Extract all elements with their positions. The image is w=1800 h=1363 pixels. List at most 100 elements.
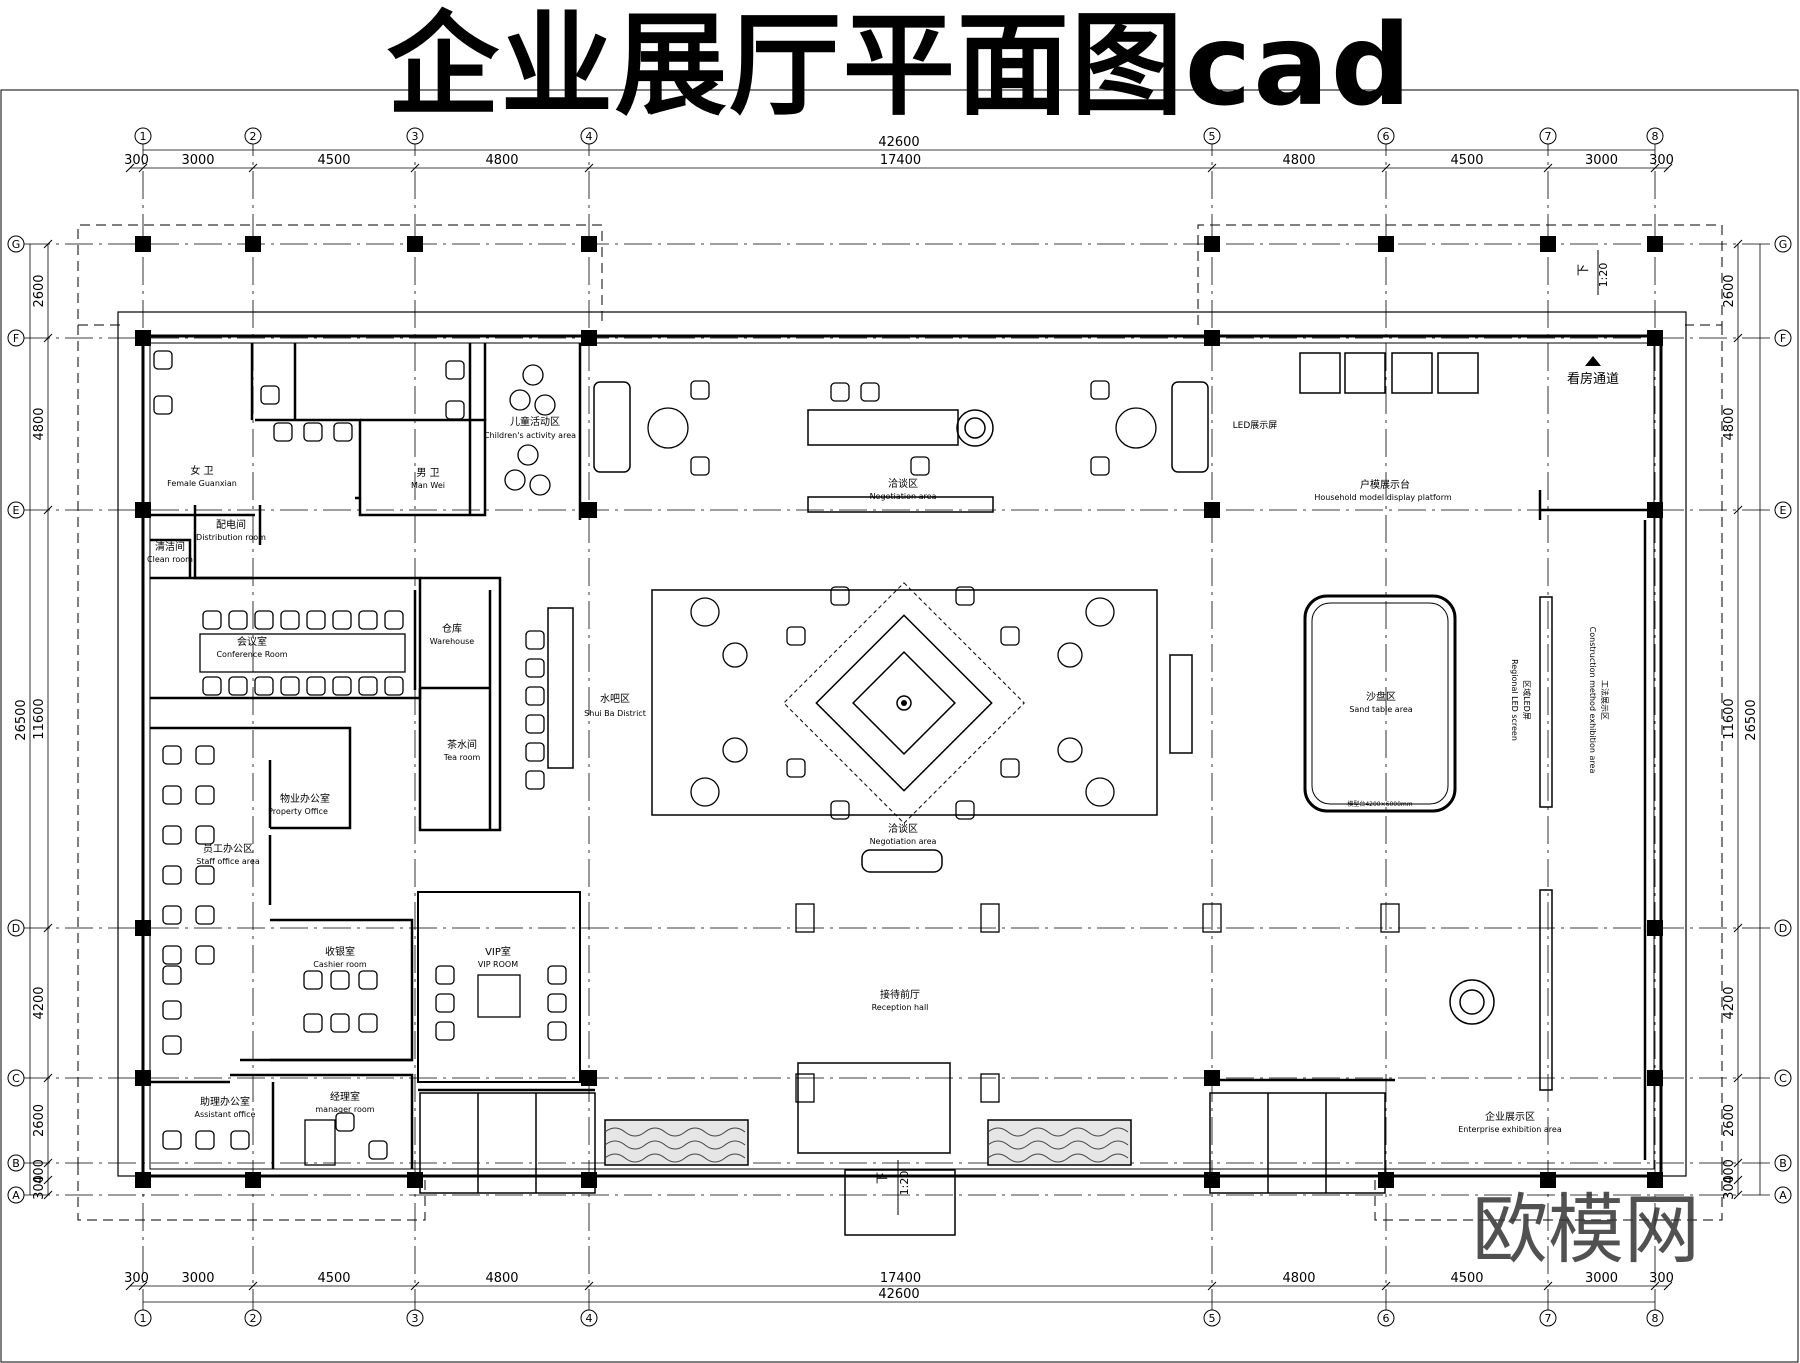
svg-text:D: D: [12, 922, 20, 935]
grid-bubble-left-G: G: [7, 235, 25, 253]
column-22: [135, 1172, 151, 1188]
label-tea-en: Tea room: [443, 753, 481, 762]
office-chair: [162, 1000, 182, 1020]
column-10: [1204, 330, 1220, 346]
bar-stool: [525, 630, 545, 650]
label-tea-cn: 茶水间: [447, 738, 477, 751]
dimension-label: 4500: [1450, 153, 1483, 168]
vip-sofa: [435, 1021, 455, 1041]
display-pedestal: [795, 903, 815, 933]
household-model-displays: [1299, 352, 1479, 394]
dimension-total-bottom: 42600: [878, 1287, 919, 1302]
svg-text:2: 2: [250, 1312, 257, 1325]
svg-text:1:20: 1:20: [898, 1171, 911, 1196]
conference-chair: [384, 676, 404, 696]
vip-sofa: [435, 993, 455, 1013]
negotiation-table: [1057, 642, 1083, 668]
office-chair: [195, 1130, 215, 1150]
office-chair: [162, 1130, 182, 1150]
column-4: [1204, 236, 1220, 252]
dimension-label: 4500: [317, 1271, 350, 1286]
column-19: [581, 1070, 597, 1086]
toilet-fixture: [445, 400, 465, 420]
svg-text:E: E: [13, 504, 20, 517]
lounge-chair: [786, 758, 806, 778]
lounge-chair: [955, 800, 975, 820]
label-negotiation-mid-en: Negotiation area: [870, 837, 937, 846]
column-21: [1647, 1070, 1663, 1086]
svg-text:4: 4: [586, 1312, 593, 1325]
label-reception-en: Reception hall: [872, 1003, 929, 1012]
sink-fixture: [333, 422, 353, 442]
svg-text:4: 4: [586, 130, 593, 143]
label-male-toilet-en: Man Wei: [411, 481, 445, 490]
grid-bubble-top-5: 5: [1203, 127, 1221, 145]
dimension-label: 4800: [485, 1271, 518, 1286]
bar-stool: [525, 714, 545, 734]
label-construction-cn: 工法展示区: [1600, 680, 1610, 720]
negotiation-table: [690, 777, 720, 807]
label-sand-en: Sand table area: [1349, 705, 1412, 714]
dimension-label: 2600: [1722, 274, 1737, 307]
dimension-total-top: 42600: [878, 135, 919, 150]
label-staff-en: Staff office area: [196, 857, 260, 866]
label-led-screen: LED展示屏: [1233, 420, 1278, 431]
conference-chair: [202, 676, 222, 696]
dimension-label: 3000: [1585, 1271, 1618, 1286]
dimension-label: 3000: [181, 153, 214, 168]
lounge-chair: [910, 456, 930, 476]
toilet-fixture: [445, 360, 465, 380]
dimension-label: 300: [1722, 1175, 1737, 1200]
column-15: [1647, 502, 1663, 518]
label-reception-cn: 接待前厅: [880, 988, 920, 1001]
grid-bubble-right-B: B: [1774, 1154, 1792, 1172]
column-2: [407, 236, 423, 252]
dimension-total-right_total: 26500: [1744, 699, 1759, 740]
label-vip-en: VIP ROOM: [478, 960, 518, 969]
column-0: [135, 236, 151, 252]
grid-bubble-right-F: F: [1774, 329, 1792, 347]
page-title: 企业展厅平面图cad: [386, 1, 1414, 131]
vip-sofa: [547, 1021, 567, 1041]
column-14: [1204, 502, 1220, 518]
grid-bubble-bottom-1: 1: [134, 1309, 152, 1327]
dimension-label: 4800: [1282, 1271, 1315, 1286]
column-11: [1647, 330, 1663, 346]
office-chair: [195, 745, 215, 765]
lounge-chair: [860, 382, 880, 402]
grid-bubble-right-C: C: [1774, 1069, 1792, 1087]
svg-text:2: 2: [250, 130, 257, 143]
svg-text:D: D: [1779, 922, 1787, 935]
display-pedestal: [980, 903, 1000, 933]
toilet-fixture: [153, 350, 173, 370]
display-pedestal: [795, 1073, 815, 1103]
display-pedestal: [1380, 903, 1400, 933]
label-female-toilet-en: Female Guanxian: [167, 479, 237, 488]
column-27: [1378, 1172, 1394, 1188]
grid-bubble-right-E: E: [1774, 501, 1792, 519]
sand-table: [1303, 594, 1457, 813]
dimension-label: 300: [124, 153, 149, 168]
label-cashier-en: Cashier room: [313, 960, 367, 969]
dimension-label: 2600: [32, 1104, 47, 1137]
dimension-label: 3000: [181, 1271, 214, 1286]
kids-play-element: [529, 474, 551, 496]
negotiation-table: [1085, 777, 1115, 807]
label-clean-en: Clean room: [147, 555, 193, 564]
column-24: [407, 1172, 423, 1188]
toilet-fixture: [260, 385, 280, 405]
toilet-fixture: [153, 395, 173, 415]
office-chair: [230, 1130, 250, 1150]
label-construction: Construction method exhibition area: [1588, 627, 1597, 774]
column-5: [1378, 236, 1394, 252]
lounge-chair: [1000, 758, 1020, 778]
conference-chair: [280, 610, 300, 630]
grid-bubble-top-3: 3: [406, 127, 424, 145]
label-viewing-channel: 看房通道: [1567, 371, 1619, 387]
grid-bubble-left-F: F: [7, 329, 25, 347]
grid-bubble-left-A: A: [7, 1186, 25, 1204]
watermark-logo: 欧模网: [1472, 1185, 1700, 1274]
dimension-label: 4800: [485, 153, 518, 168]
svg-text:B: B: [12, 1157, 20, 1170]
